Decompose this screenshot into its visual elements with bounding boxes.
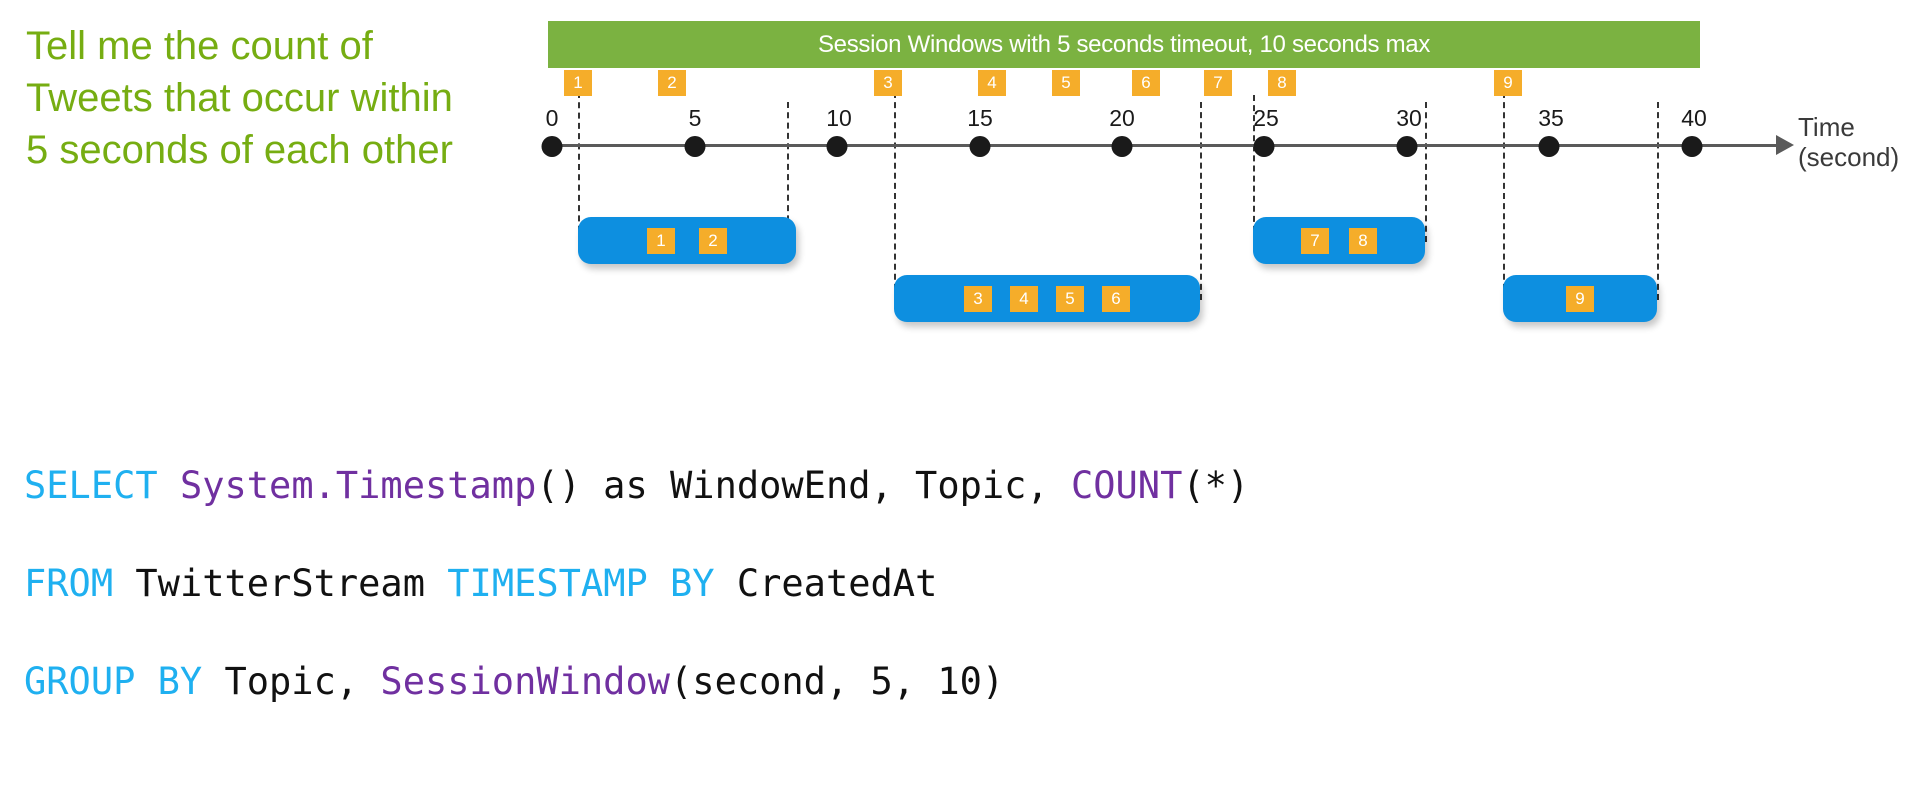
dashed-guide-line	[1503, 92, 1505, 300]
event-badge-2: 2	[658, 70, 686, 96]
event-badge-3: 3	[874, 70, 902, 96]
dashed-guide-line	[894, 92, 896, 300]
window-event-badge-5: 5	[1056, 285, 1084, 312]
sql-line-1: SELECT System.Timestamp() as WindowEnd, …	[24, 461, 1249, 510]
dashed-guide-line	[787, 102, 789, 242]
window-event-badge-7: 7	[1301, 227, 1329, 254]
axis-dot	[1111, 136, 1133, 157]
sql-text-topic: Topic,	[224, 660, 381, 703]
axis-tick-label: 40	[1681, 105, 1707, 131]
sql-text-twitterstream: TwitterStream	[135, 562, 448, 605]
sql-function-sessionwindow: SessionWindow	[380, 660, 671, 703]
event-badge-8: 8	[1268, 70, 1296, 96]
sql-line-3: GROUP BY Topic, SessionWindow(second, 5,…	[24, 657, 1249, 706]
axis-dot	[826, 136, 848, 157]
sql-text-count-args: (*)	[1182, 464, 1250, 507]
event-badge-9: 9	[1494, 70, 1522, 96]
dashed-guide-line	[1425, 102, 1427, 242]
axis-tick-label: 35	[1538, 105, 1564, 131]
time-axis-line	[552, 144, 1780, 147]
event-badge-5: 5	[1052, 70, 1080, 96]
sql-function-count: COUNT	[1070, 464, 1183, 507]
sql-text-createdat: CreatedAt	[736, 562, 938, 605]
sql-keyword-from: FROM	[24, 562, 136, 605]
sql-keyword-select: SELECT	[24, 464, 180, 507]
axis-dot	[1681, 136, 1703, 157]
axis-tick-label: 15	[967, 105, 993, 131]
axis-tick-label: 5	[688, 105, 702, 131]
axis-tick-label: 10	[826, 105, 852, 131]
session-window-4[interactable]: 9	[1503, 275, 1657, 322]
sql-text-windowend: () as WindowEnd, Topic,	[536, 464, 1071, 507]
window-event-badge-4: 4	[1010, 285, 1038, 312]
event-badge-1: 1	[564, 70, 592, 96]
dashed-guide-line	[1200, 102, 1202, 300]
slide-canvas: Tell me the count of Tweets that occur w…	[24, 21, 1900, 703]
axis-dot	[1396, 136, 1418, 157]
axis-dot	[1538, 136, 1560, 157]
banner-label: Session Windows with 5 seconds timeout, …	[817, 30, 1431, 58]
session-window-2[interactable]: 3 4 5 6	[894, 275, 1200, 322]
sql-query-block: SELECT System.Timestamp() as WindowEnd, …	[24, 412, 1249, 804]
axis-dot	[969, 136, 991, 157]
window-event-badge-1: 1	[647, 227, 675, 254]
axis-dot	[1253, 136, 1275, 157]
dashed-guide-line	[1253, 95, 1255, 242]
axis-caption-line1: Time	[1798, 112, 1855, 142]
time-axis-arrow-icon	[1776, 135, 1794, 155]
session-window-3[interactable]: 7 8	[1253, 217, 1425, 264]
sql-text-sessionwindow-args: (second, 5, 10)	[670, 660, 1005, 703]
event-badge-4: 4	[978, 70, 1006, 96]
axis-caption-line2: (second)	[1798, 141, 1900, 172]
dashed-guide-line	[1657, 102, 1659, 300]
window-event-badge-8: 8	[1349, 227, 1377, 254]
session-window-1[interactable]: 1 2	[578, 217, 796, 264]
axis-caption: Time (second)	[1798, 112, 1900, 173]
event-badge-6: 6	[1132, 70, 1160, 96]
sql-keyword-timestamp-by: TIMESTAMP BY	[447, 562, 737, 605]
axis-tick-label: 25	[1253, 105, 1279, 131]
sql-keyword-group-by: GROUP BY	[24, 660, 225, 703]
window-event-badge-3: 3	[964, 285, 992, 312]
window-event-badge-9: 9	[1566, 285, 1594, 312]
sql-line-2: FROM TwitterStream TIMESTAMP BY CreatedA…	[24, 559, 1249, 608]
axis-dot	[541, 136, 563, 157]
axis-dot	[684, 136, 706, 157]
prompt-text: Tell me the count of Tweets that occur w…	[26, 24, 464, 172]
dashed-guide-line	[578, 92, 580, 242]
axis-tick-label: 0	[545, 105, 559, 131]
window-event-badge-2: 2	[699, 227, 727, 254]
sql-function-system-timestamp: System.Timestamp	[179, 464, 537, 507]
axis-tick-label: 20	[1109, 105, 1135, 131]
session-window-banner: Session Windows with 5 seconds timeout, …	[548, 21, 1700, 68]
axis-tick-label: 30	[1396, 105, 1422, 131]
event-badge-7: 7	[1204, 70, 1232, 96]
window-event-badge-6: 6	[1102, 285, 1130, 312]
